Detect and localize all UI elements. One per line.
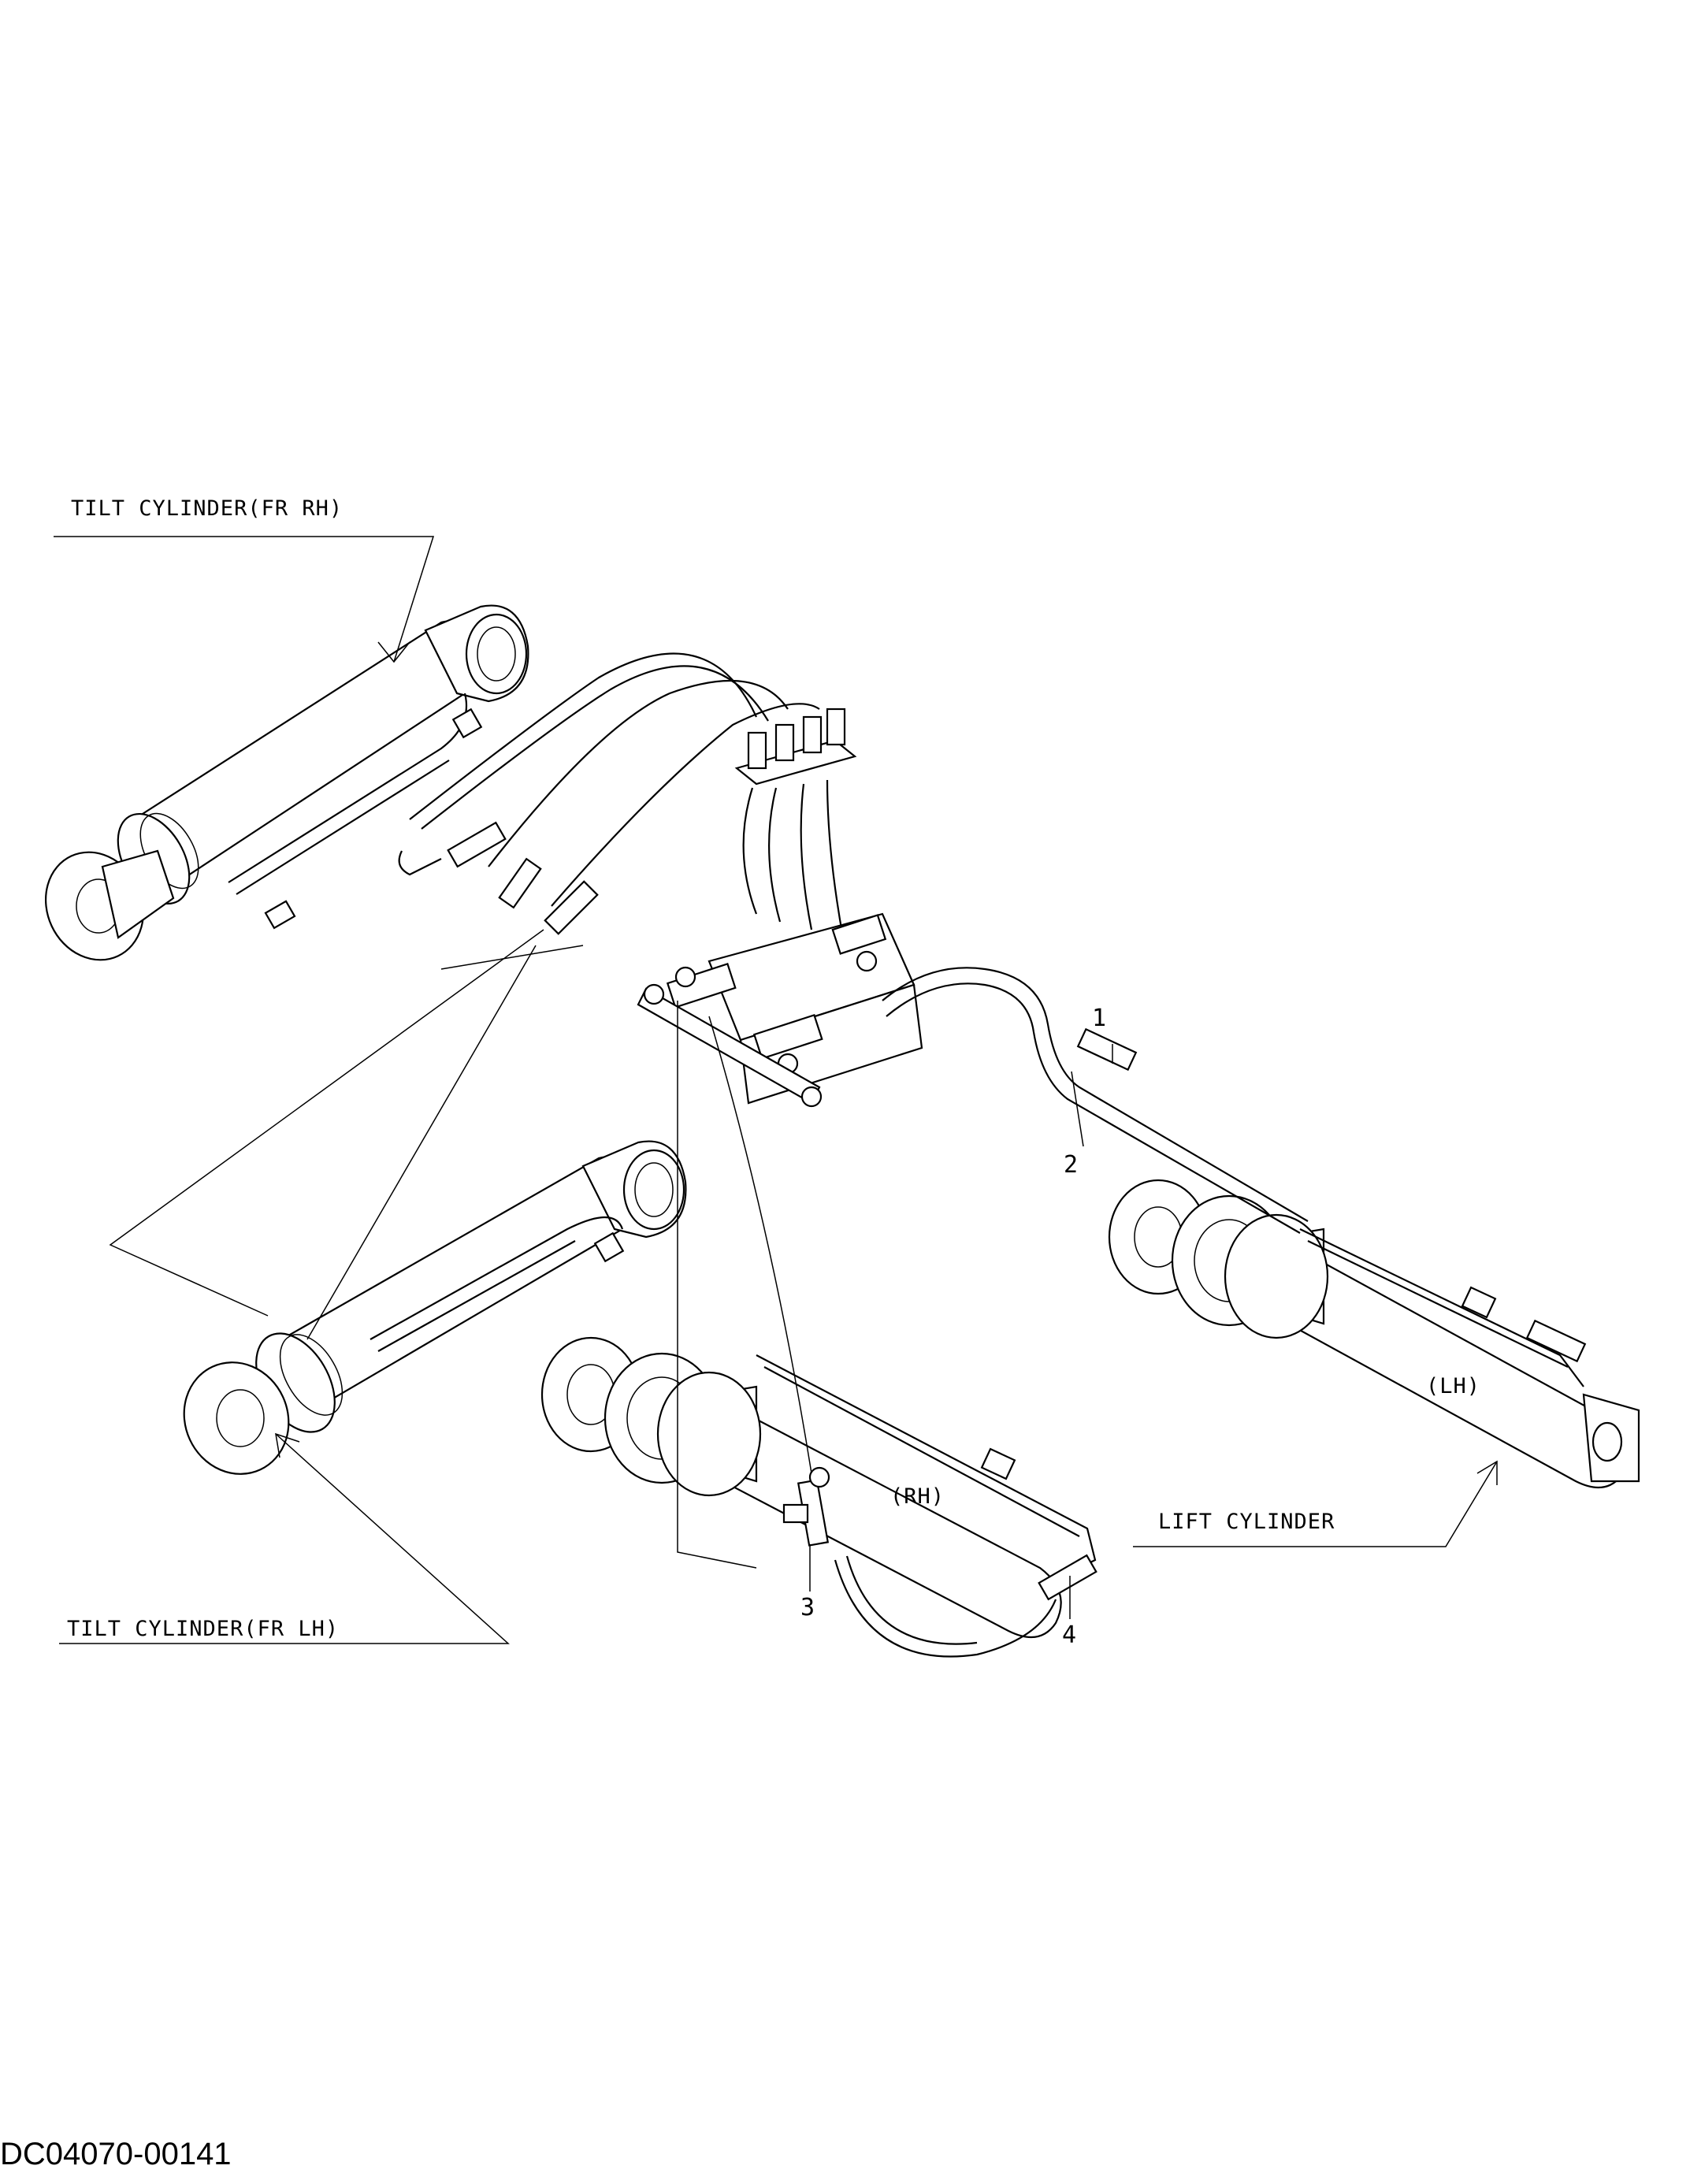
control-valve-block: [637, 708, 923, 1108]
leader-lines: [54, 536, 1498, 1644]
tilt-hoses: [109, 652, 820, 1340]
callout-4: 4: [1062, 1621, 1076, 1649]
callout-2: 2: [1064, 1151, 1078, 1179]
tilt-cylinder-fr-rh: [44, 604, 529, 961]
pipe-assembly: [677, 967, 1309, 1569]
label-lift-rh: (RH): [890, 1484, 945, 1509]
callout-3: 3: [800, 1594, 815, 1621]
drawing-code: DC04070-00141: [0, 2137, 232, 2171]
label-lift-cylinder: LIFT CYLINDER: [1158, 1510, 1335, 1534]
label-lift-lh: (LH): [1426, 1374, 1480, 1398]
lift-cylinder-lh: [1108, 1179, 1640, 1489]
callout-1: 1: [1092, 1005, 1106, 1032]
lift-cylinder-rh: [540, 1336, 1097, 1658]
tilt-cylinder-fr-lh: [183, 1140, 687, 1475]
label-tilt-cylinder-fr-rh: TILT CYLINDER(FR RH): [71, 496, 343, 521]
label-tilt-cylinder-fr-lh: TILT CYLINDER(FR LH): [67, 1617, 339, 1641]
